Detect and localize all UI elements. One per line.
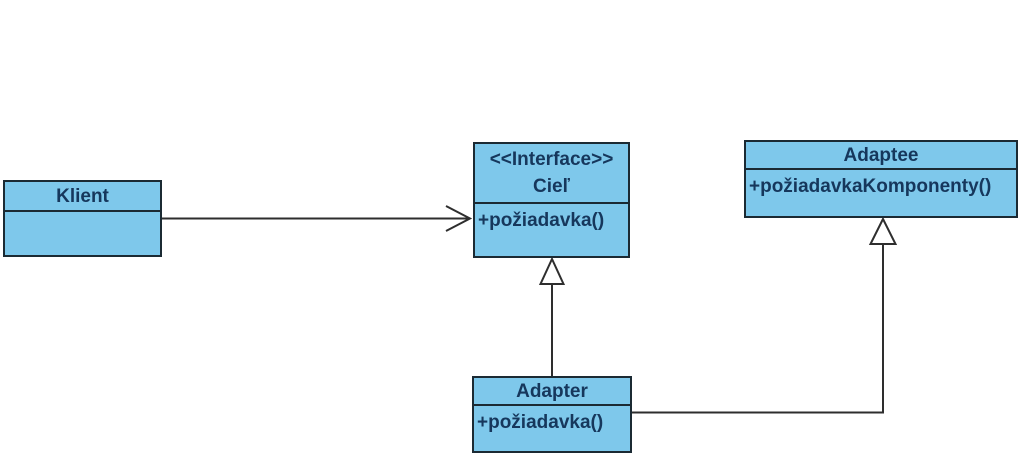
class-adapter: Adapter +požiadavka(): [472, 376, 632, 453]
class-ciel-header: <<Interface>> Cieľ: [475, 144, 628, 204]
class-klient-name: Klient: [5, 182, 160, 212]
class-adaptee-method: +požiadavkaKomponenty(): [749, 176, 992, 197]
hollow-triangle-adaptee: [868, 216, 898, 245]
class-adapter-method: +požiadavka(): [477, 412, 604, 433]
class-ciel-method: +požiadavka(): [478, 210, 605, 231]
open-arrowhead-ciel: [445, 205, 473, 232]
class-klient-body: [5, 212, 160, 218]
class-ciel-name: Cieľ: [533, 176, 570, 197]
hollow-triangle-ciel: [538, 256, 566, 285]
generalization-line-adapter-adaptee: [632, 244, 884, 414]
class-klient: Klient: [3, 180, 162, 257]
class-ciel: <<Interface>> Cieľ +požiadavka(): [473, 142, 630, 258]
class-adaptee: Adaptee +požiadavkaKomponenty(): [744, 140, 1018, 218]
class-adapter-name: Adapter: [474, 378, 630, 406]
class-ciel-stereotype: <<Interface>>: [489, 149, 614, 170]
class-adaptee-name: Adaptee: [746, 142, 1016, 170]
